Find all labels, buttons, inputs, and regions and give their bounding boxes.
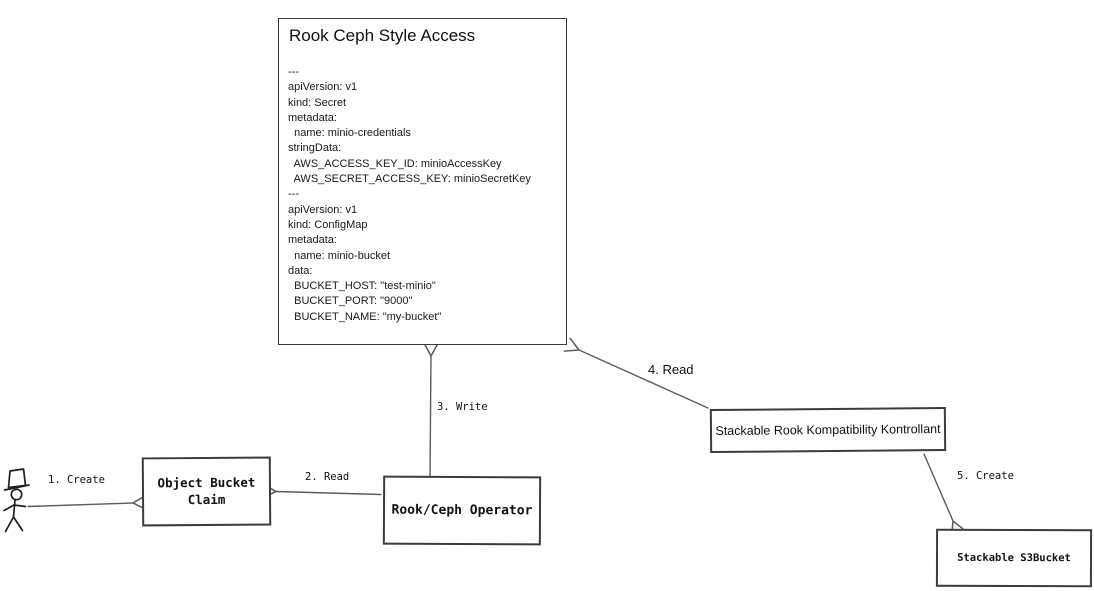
main-box-title: Rook Ceph Style Access xyxy=(289,26,476,45)
edge-label-3-write: 3. Write xyxy=(437,401,488,413)
node-stackable-s3bucket: Stackable S3Bucket xyxy=(935,528,1093,588)
left-arm xyxy=(3,504,15,512)
body xyxy=(12,499,16,518)
node-stackable-kontrollant-label: Stackable Rook Kompatibility Kontrollant xyxy=(715,422,941,438)
node-rook-ceph-operator-label: Rook/Ceph Operator xyxy=(391,502,533,519)
left-leg xyxy=(4,516,15,533)
right-arm xyxy=(13,504,27,508)
arrow-5-create xyxy=(923,453,966,537)
arrow-1-create xyxy=(27,494,147,511)
top-hat-icon xyxy=(7,468,27,489)
edge-label-2-read: 2. Read xyxy=(305,471,350,483)
stick-figure-user-icon xyxy=(3,468,30,533)
node-stackable-rook-kompatibility-kontrollant: Stackable Rook Kompatibility Kontrollant xyxy=(709,406,947,454)
node-rook-ceph-style-access: Rook Ceph Style Access --- apiVersion: v… xyxy=(278,18,567,345)
arrow-4-read xyxy=(563,337,709,409)
node-object-bucket-claim-label: Object Bucket Claim xyxy=(157,474,256,507)
edge-label-4-read: 4. Read xyxy=(648,362,694,377)
yaml-manifest-text: --- apiVersion: v1 kind: Secret metadata… xyxy=(288,66,531,323)
node-object-bucket-claim: Object Bucket Claim xyxy=(141,456,272,527)
right-leg xyxy=(12,516,24,532)
arrow-2-read xyxy=(262,483,382,500)
hat-brim xyxy=(3,484,30,491)
edge-label-1-create: 1. Create xyxy=(48,474,105,486)
head xyxy=(10,488,23,501)
node-stackable-s3bucket-label: Stackable S3Bucket xyxy=(957,551,1071,565)
arrow-3-write xyxy=(423,342,440,478)
edge-label-5-create: 5. Create xyxy=(957,470,1014,482)
node-rook-ceph-operator: Rook/Ceph Operator xyxy=(382,475,542,546)
